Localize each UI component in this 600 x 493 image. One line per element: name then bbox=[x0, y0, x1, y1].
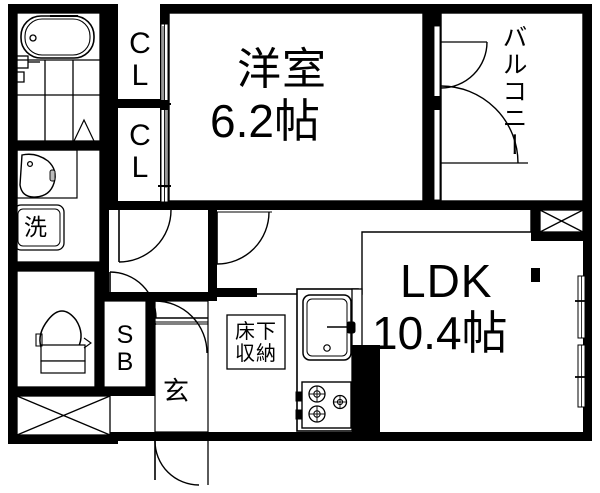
bedroom-closet-sliding-door bbox=[158, 23, 171, 203]
bedroom-door bbox=[118, 209, 172, 263]
unit-bath-fixture bbox=[15, 12, 101, 142]
shoe-box-label: S B bbox=[116, 321, 134, 376]
meter-box-icon-top-right bbox=[539, 209, 584, 233]
room-label-ldk-area: 10.4帖 bbox=[372, 307, 508, 359]
balcony-door-lower bbox=[440, 85, 528, 164]
under-floor-storage-label: 床下 収納 bbox=[235, 321, 277, 365]
window-east-lower bbox=[575, 344, 588, 408]
shoe-box-fixture bbox=[103, 300, 147, 388]
under-floor-storage-box bbox=[226, 314, 286, 370]
kitchen-sink-icon bbox=[302, 294, 356, 361]
genkan-inner-door bbox=[145, 300, 208, 354]
refrigerator-space bbox=[352, 345, 380, 432]
meter-box-icon-bottom-left bbox=[16, 395, 111, 436]
washroom-fixtures bbox=[13, 149, 101, 263]
washing-machine-label: 洗 bbox=[24, 214, 47, 240]
balcony-glazing bbox=[433, 25, 441, 201]
room-label-bedroom-name: 洋室 bbox=[237, 45, 327, 94]
vanity-sink-icon bbox=[16, 149, 78, 199]
toilet-icon bbox=[35, 310, 92, 374]
bathtub-icon bbox=[20, 15, 95, 59]
entry-door bbox=[154, 437, 209, 486]
room-label-bedroom-area: 6.2帖 bbox=[210, 95, 320, 147]
closet-label-upper: C L bbox=[129, 27, 151, 92]
ldk-door bbox=[216, 211, 272, 265]
washer-space-icon bbox=[13, 204, 65, 251]
room-label-ldk-name: LDK bbox=[400, 255, 493, 307]
windows bbox=[158, 23, 588, 408]
door-swings bbox=[109, 41, 528, 486]
kitchen-fixtures bbox=[295, 288, 380, 432]
balcony-label: バルコニー bbox=[499, 24, 527, 159]
meter-boxes bbox=[16, 209, 584, 436]
bath-faucet-icon bbox=[15, 55, 40, 83]
toilet-fixture bbox=[16, 270, 96, 388]
gas-stove-icon bbox=[295, 381, 352, 429]
closet-label-lower: C L bbox=[129, 119, 151, 184]
genkan-area bbox=[154, 300, 209, 433]
wall-accents bbox=[160, 96, 540, 282]
window-east-upper bbox=[575, 275, 588, 339]
genkan-label: 玄 bbox=[163, 376, 190, 406]
washroom-door bbox=[109, 271, 157, 319]
balcony-door-upper bbox=[440, 41, 488, 89]
